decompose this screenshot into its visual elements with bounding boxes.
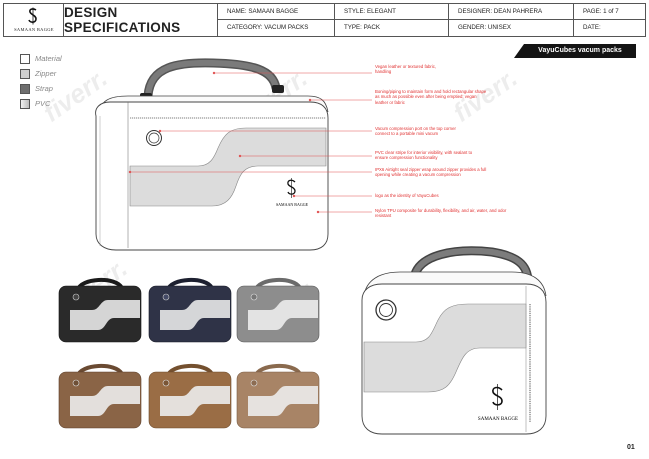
brand-logo: SAMAAN BAGGE bbox=[4, 4, 64, 36]
legend-item-pvc: PVC bbox=[20, 99, 90, 109]
note-material: Nylon TPU composite for durability, flex… bbox=[375, 208, 507, 219]
legend-swatch bbox=[20, 54, 30, 64]
type-field: TYPE: PACK bbox=[335, 20, 449, 36]
legend-label: PVC bbox=[35, 99, 51, 108]
date-field: DATE: bbox=[583, 24, 601, 31]
legend-item-strap: Strap bbox=[20, 84, 90, 94]
page-number: 01 bbox=[627, 444, 635, 451]
gender-field: GENDER: UNISEX bbox=[449, 20, 574, 36]
variant-light-brown bbox=[236, 364, 320, 429]
variant-brown bbox=[58, 364, 142, 429]
designer-field: DESIGNER: DEAN PAHRERA bbox=[449, 4, 574, 20]
variant-grey bbox=[236, 278, 320, 343]
product-banner: VayuCubes vacum packs bbox=[514, 44, 636, 58]
brand-name: SAMAAN BAGGE bbox=[14, 27, 54, 32]
perspective-bag-drawing: SAMAAN BAGGE bbox=[361, 246, 547, 435]
legend-label: Zipper bbox=[35, 69, 57, 78]
page-title-box: DESIGN SPECIFICATIONS bbox=[64, 4, 218, 36]
note-zipper: IPX6 Airtight seal zipper wrap around zi… bbox=[375, 167, 487, 178]
note-compression-port: Vacum compression port on the top corner… bbox=[375, 126, 456, 137]
brand-monogram-icon bbox=[28, 7, 37, 25]
variant-black bbox=[58, 278, 142, 343]
note-logo: logo as the identity of VayuCubes bbox=[375, 193, 439, 198]
legend-swatch bbox=[20, 99, 30, 109]
page-title: DESIGN SPECIFICATIONS bbox=[64, 5, 181, 35]
variant-tan bbox=[148, 364, 232, 429]
category-field: CATEGORY: VACUM PACKS bbox=[218, 20, 335, 36]
note-handle: Vegan leather or textured fabric, handli… bbox=[375, 64, 437, 75]
main-bag-drawing: SAMAAN BAGGE bbox=[95, 58, 329, 251]
spec-header: SAMAAN BAGGE DESIGN SPECIFICATIONS NAME:… bbox=[3, 3, 646, 37]
name-field: NAME: SAMAAN BAGGE bbox=[218, 4, 335, 20]
style-field: STYLE: ELEGANT bbox=[335, 4, 449, 20]
legend-label: Strap bbox=[35, 84, 53, 93]
bag-logo-text: SAMAAN BAGGE bbox=[478, 417, 518, 422]
legend-swatch bbox=[20, 69, 30, 79]
spec-fields: NAME: SAMAAN BAGGE STYLE: ELEGANT DESIGN… bbox=[218, 4, 645, 36]
strap-connector bbox=[272, 85, 284, 93]
page-field: PAGE: 1 of 7 bbox=[574, 4, 645, 20]
bag-logo-text: SAMAAN BAGGE bbox=[276, 202, 309, 207]
legend-item-material: Material bbox=[20, 54, 90, 64]
legend-label: Material bbox=[35, 54, 62, 63]
note-boning: Boning/piping to maintain form and hold … bbox=[375, 89, 487, 105]
legend-swatch bbox=[20, 84, 30, 94]
note-pvc-stripe: PVC clear stripe for interior visibility… bbox=[375, 150, 473, 161]
legend-item-zipper: Zipper bbox=[20, 69, 90, 79]
variant-navy bbox=[148, 278, 232, 343]
